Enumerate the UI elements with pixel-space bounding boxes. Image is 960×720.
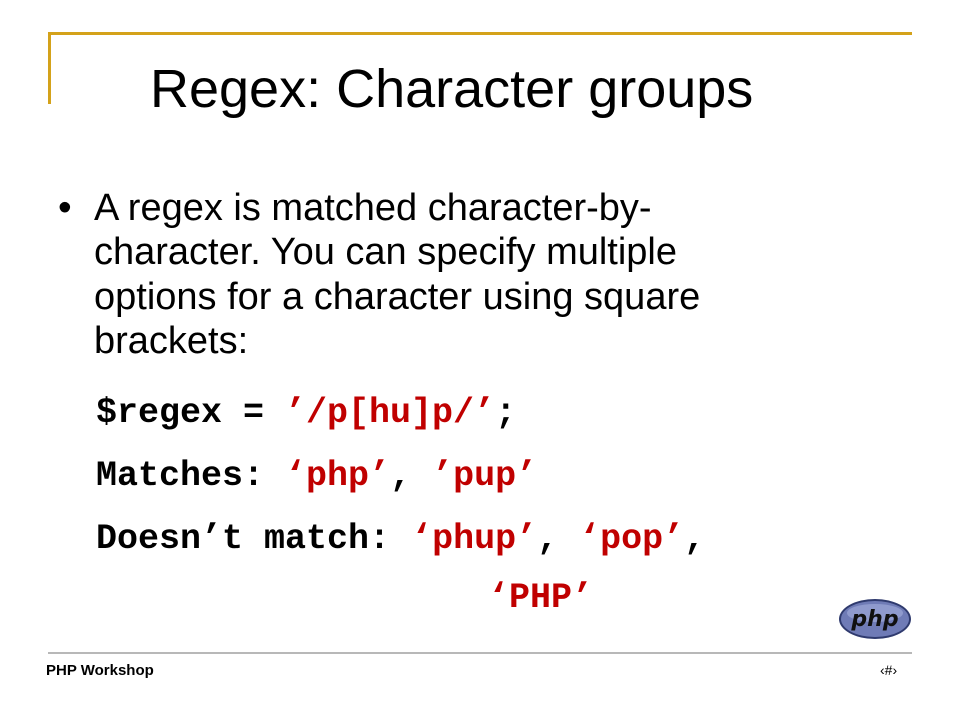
- php-logo-text: php: [850, 607, 898, 632]
- frame-top-line: [48, 32, 912, 35]
- code-line-php-upper: ‘PHP’: [488, 577, 593, 619]
- nonmatch-php-upper: ‘PHP’: [488, 578, 594, 618]
- code-regex-value: ’/p[hu]p/’: [285, 393, 496, 433]
- code-semicolon: ;: [495, 393, 517, 433]
- code-var: $regex =: [96, 393, 286, 433]
- code-line-matches: Matches: ‘php’, ’pup’: [96, 455, 537, 497]
- code-line-regex: $regex = ’/p[hu]p/’;: [96, 392, 516, 434]
- slide-number: ‹#›: [880, 662, 898, 678]
- match-separator: ,: [390, 456, 433, 496]
- slide-title: Regex: Character groups: [150, 59, 754, 119]
- match-pup: ’pup’: [432, 456, 538, 496]
- match-php: ‘php’: [285, 456, 391, 496]
- code-line-doesnt-match: Doesn’t match: ‘phup’, ‘pop’,: [96, 518, 705, 560]
- nonmatch-separator-1: ,: [537, 519, 580, 559]
- footer-divider: [48, 652, 912, 654]
- doesnt-match-label: Doesn’t match:: [96, 519, 412, 559]
- nonmatch-separator-2: ,: [684, 519, 706, 559]
- matches-label: Matches:: [96, 456, 286, 496]
- nonmatch-pop: ‘pop’: [579, 519, 685, 559]
- php-logo-icon: php: [839, 599, 911, 639]
- nonmatch-phup: ‘phup’: [411, 519, 538, 559]
- footer-title: PHP Workshop: [46, 662, 154, 679]
- bullet-marker: •: [58, 186, 72, 229]
- body-text: A regex is matched character-by-characte…: [94, 187, 701, 363]
- frame-left-line: [48, 32, 51, 104]
